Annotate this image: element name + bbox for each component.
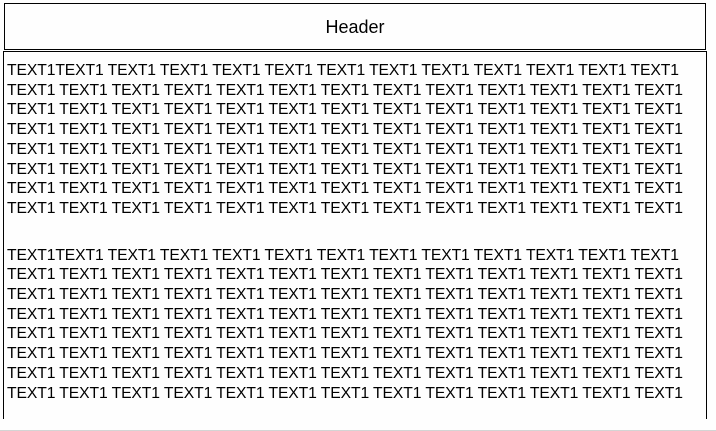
paragraph-1: TEXT1TEXT1 TEXT1 TEXT1 TEXT1 TEXT1 TEXT1… (7, 61, 706, 219)
text-line: TEXT1TEXT1 TEXT1 TEXT1 TEXT1 TEXT1 TEXT1… (7, 246, 679, 264)
text-line: TEXT1 TEXT1 TEXT1 TEXT1 TEXT1 TEXT1 TEXT… (7, 345, 683, 363)
text-line: TEXT1 TEXT1 TEXT1 TEXT1 TEXT1 TEXT1 TEXT… (7, 305, 683, 323)
text-line: TEXT1 TEXT1 TEXT1 TEXT1 TEXT1 TEXT1 TEXT… (7, 180, 683, 198)
text-line: TEXT1 TEXT1 TEXT1 TEXT1 TEXT1 TEXT1 TEXT… (7, 160, 683, 178)
text-line: TEXT1TEXT1 TEXT1 TEXT1 TEXT1 TEXT1 TEXT1… (7, 62, 679, 79)
text-line: TEXT1 TEXT1 TEXT1 TEXT1 TEXT1 TEXT1 TEXT… (7, 81, 683, 99)
header-title: Header (325, 16, 385, 37)
text-line: TEXT1 TEXT1 TEXT1 TEXT1 TEXT1 TEXT1 TEXT… (7, 325, 683, 343)
text-line: TEXT1 TEXT1 TEXT1 TEXT1 TEXT1 TEXT1 TEXT… (7, 199, 683, 217)
body-section-box: TEXT1TEXT1 TEXT1 TEXT1 TEXT1 TEXT1 TEXT1… (3, 51, 707, 419)
text-line: TEXT1 TEXT1 TEXT1 TEXT1 TEXT1 TEXT1 TEXT… (7, 101, 683, 119)
header-section-box: Header (4, 3, 706, 50)
text-line: TEXT1 TEXT1 TEXT1 TEXT1 TEXT1 TEXT1 TEXT… (7, 364, 683, 382)
text-line: TEXT1 TEXT1 TEXT1 TEXT1 TEXT1 TEXT1 TEXT… (7, 140, 683, 158)
paragraph-2: TEXT1TEXT1 TEXT1 TEXT1 TEXT1 TEXT1 TEXT1… (7, 246, 706, 404)
text-line: TEXT1 TEXT1 TEXT1 TEXT1 TEXT1 TEXT1 TEXT… (7, 384, 683, 402)
text-line: TEXT1 TEXT1 TEXT1 TEXT1 TEXT1 TEXT1 TEXT… (7, 286, 683, 304)
text-line: TEXT1 TEXT1 TEXT1 TEXT1 TEXT1 TEXT1 TEXT… (7, 121, 683, 139)
text-line: TEXT1 TEXT1 TEXT1 TEXT1 TEXT1 TEXT1 TEXT… (7, 266, 683, 284)
